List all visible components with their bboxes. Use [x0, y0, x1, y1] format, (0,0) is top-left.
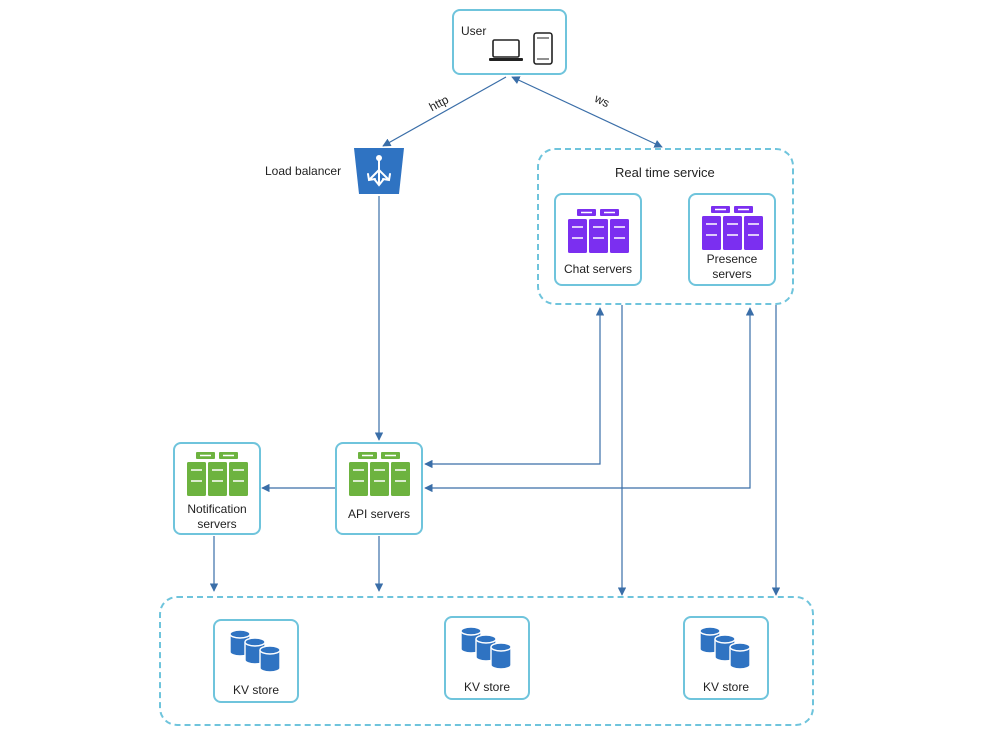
notification-server-rack-icon [187, 452, 248, 496]
real-time-service-group: Real time service [537, 148, 794, 305]
notification-servers-label-line2: servers [197, 517, 237, 531]
edge-user-realtime [511, 76, 663, 148]
ws-edge-label: ws [592, 91, 612, 110]
load-balancer-icon[interactable] [352, 146, 406, 196]
kv-store-node[interactable]: KV store [213, 619, 299, 703]
notification-servers-node[interactable]: Notification servers [173, 442, 261, 535]
edge-api-chat [424, 307, 605, 469]
tablet-icon [533, 32, 553, 65]
chat-server-rack-icon [568, 209, 629, 253]
kv-store-group [159, 596, 814, 726]
kv-store-node[interactable]: KV store [683, 616, 769, 700]
kv-store-label: KV store [463, 680, 511, 694]
chat-servers-node[interactable]: Chat servers [554, 193, 642, 286]
notification-servers-label-line1: Notification [187, 502, 247, 516]
api-servers-label: API servers [347, 507, 410, 521]
presence-server-rack-icon [702, 206, 763, 250]
kv-store-node[interactable]: KV store [444, 616, 530, 700]
load-balancer-label: Load balancer [265, 164, 342, 178]
database-icon [699, 626, 751, 670]
user-label: User [461, 24, 487, 38]
presence-servers-node[interactable]: Presence servers [688, 193, 776, 286]
database-icon [460, 626, 512, 670]
presence-servers-label-line2: servers [712, 267, 752, 281]
edge-api-presence [424, 307, 755, 493]
database-icon [229, 629, 281, 673]
real-time-service-title: Real time service [615, 165, 715, 180]
api-servers-node[interactable]: API servers [335, 442, 423, 535]
user-node[interactable]: User [452, 9, 567, 75]
laptop-icon [489, 39, 523, 61]
api-server-rack-icon [349, 452, 410, 496]
edge-user-loadbalancer [382, 76, 507, 147]
kv-store-label: KV store [702, 680, 750, 694]
http-edge-label: http [427, 92, 452, 114]
presence-servers-label-line1: Presence [706, 252, 758, 266]
chat-servers-label: Chat servers [563, 262, 633, 276]
kv-store-label: KV store [232, 683, 280, 697]
